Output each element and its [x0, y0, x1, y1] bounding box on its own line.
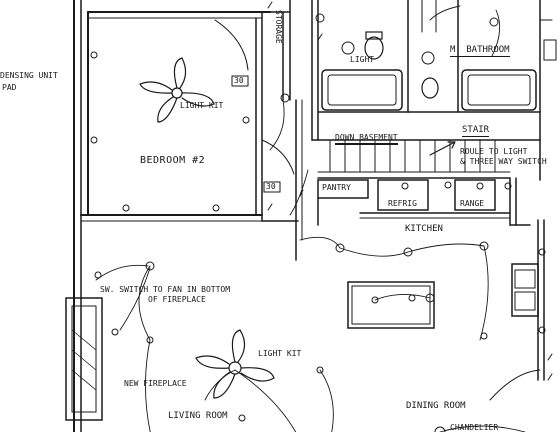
bathtub-right	[461, 69, 537, 111]
kitchen-counters	[317, 177, 531, 226]
label-kitchen: KITCHEN	[405, 224, 443, 234]
wiring	[95, 5, 526, 432]
ceiling-fan-bedroom	[139, 57, 215, 123]
vanity-sink	[421, 77, 439, 99]
storage-closet	[261, 0, 291, 101]
ceiling-fan-living	[195, 329, 275, 399]
label-light-kit-bedroom: LIGHT KIT	[180, 101, 224, 110]
label-light-kit-living: LIGHT KIT	[258, 349, 302, 358]
label-fireplace-note-2: OF FIREPLACE	[148, 295, 206, 304]
label-cond-unit-2: PAD	[2, 83, 17, 92]
label-storage: STORAGE	[274, 10, 283, 44]
bedroom-door-swing	[214, 19, 249, 71]
bedroom-walls	[80, 11, 271, 222]
label-cond-unit-1: DENSING UNIT	[0, 71, 58, 80]
bathtub-left	[321, 69, 403, 111]
label-circuit-30-a: 30	[234, 76, 244, 85]
label-pantry: PANTRY	[322, 183, 351, 192]
label-m-bathroom: M. BATHROOM	[450, 45, 510, 57]
fireplace	[65, 297, 103, 421]
receptacles	[90, 13, 546, 432]
label-stair-note-2: & THREE WAY SWITCH	[460, 157, 547, 166]
label-down-basement: DOWN BASEMENT	[335, 134, 398, 145]
label-bedroom: BEDROOM #2	[140, 155, 206, 166]
range-unit	[511, 263, 539, 317]
toilet	[364, 36, 384, 60]
label-chandelier: CHANDELIER	[450, 423, 499, 432]
label-range: RANGE	[460, 199, 485, 208]
label-stair-note-1: ROULE TO LIGHT	[460, 147, 528, 156]
label-circuit-30-b: 30	[266, 182, 276, 191]
label-dining-room: DINING ROOM	[406, 401, 466, 411]
label-stair: STAIR	[462, 125, 490, 137]
label-refrig: REFRIG	[388, 199, 417, 208]
dining-door-swing	[489, 369, 541, 401]
kitchen-island	[347, 281, 435, 329]
stair	[311, 139, 541, 179]
label-new-fireplace: NEW FIREPLACE	[124, 379, 187, 388]
label-light-bath: LIGHT	[350, 55, 375, 64]
switches	[267, 1, 553, 381]
label-living-room: LIVING ROOM	[168, 411, 228, 421]
label-fireplace-note-1: SW. SWITCH TO FAN IN BOTTOM	[100, 285, 231, 294]
